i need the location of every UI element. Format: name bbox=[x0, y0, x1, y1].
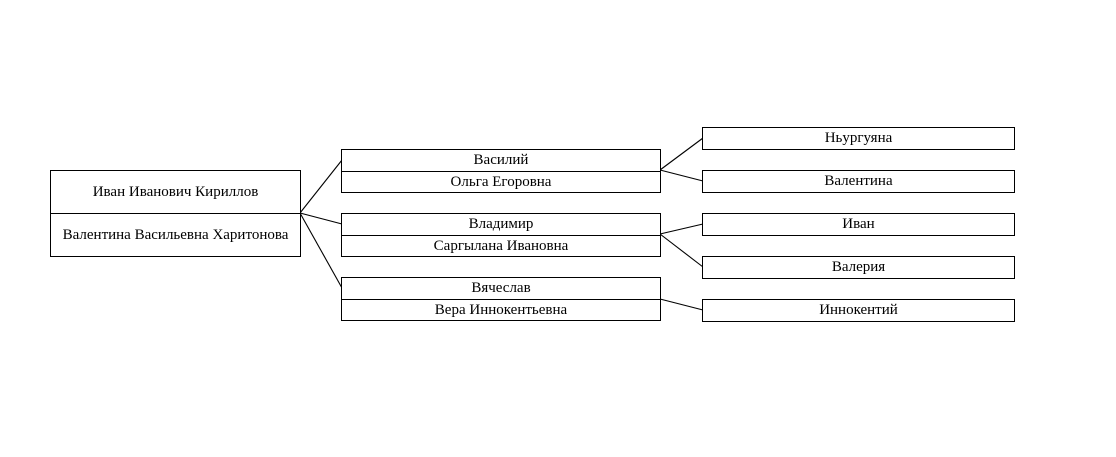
child-name: Вячеслав bbox=[471, 280, 531, 296]
connector-root-vyacheslav bbox=[299, 212, 343, 289]
grandchild-node: Валерия bbox=[702, 256, 1015, 279]
child-spouse-name: Ольга Егоровна bbox=[342, 171, 660, 193]
grandchild-node: Иннокентий bbox=[702, 299, 1015, 322]
connector-vasily-nyurguyana bbox=[659, 137, 704, 171]
connector-vasily-valentina bbox=[659, 169, 704, 182]
connector-vladimir-ivan bbox=[659, 223, 704, 235]
child-couple-node-vladimir: Владимир Саргылана Ивановна bbox=[341, 213, 661, 257]
child-couple-node-vasily: Василий Ольга Егоровна bbox=[341, 149, 661, 193]
connector-root-vladimir bbox=[299, 212, 343, 225]
child-spouse-name: Саргылана Ивановна bbox=[342, 235, 660, 257]
connector-root-vasily bbox=[299, 159, 343, 214]
child-name: Владимир bbox=[468, 216, 534, 232]
root-couple-node: Иван Иванович Кириллов Валентина Василье… bbox=[50, 170, 301, 257]
connector-vladimir-valeriya bbox=[659, 233, 704, 268]
grandchild-node: Ньургуяна bbox=[702, 127, 1015, 150]
child-couple-node-vyacheslav: Вячеслав Вера Иннокентьевна bbox=[341, 277, 661, 321]
grandchild-node: Иван bbox=[702, 213, 1015, 236]
child-spouse-name: Вера Иннокентьевна bbox=[342, 299, 660, 321]
grandchild-node: Валентина bbox=[702, 170, 1015, 193]
connector-vyacheslav-innokenty bbox=[659, 298, 704, 311]
child-name: Василий bbox=[473, 152, 529, 168]
root-husband-name: Иван Иванович Кириллов bbox=[92, 183, 259, 200]
root-wife-name: Валентина Васильевна Харитонова bbox=[51, 213, 300, 256]
